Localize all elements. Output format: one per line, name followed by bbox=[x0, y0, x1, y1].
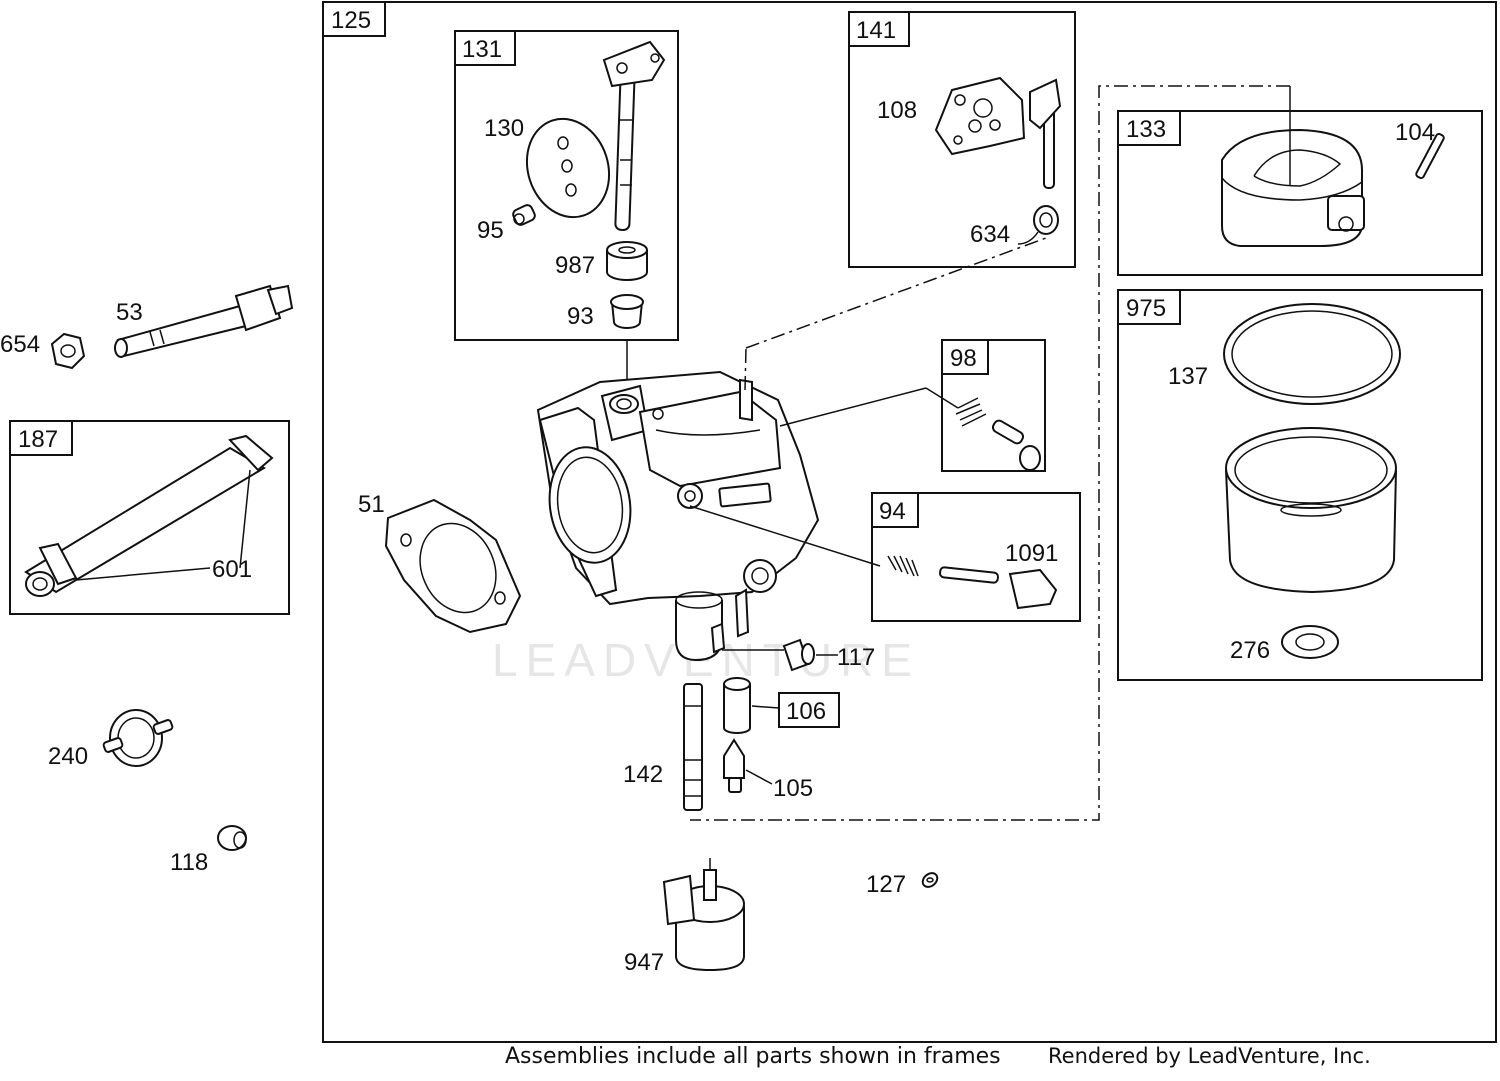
frame-141 bbox=[848, 11, 1076, 268]
label-654: 654 bbox=[0, 331, 40, 358]
leader-98 bbox=[779, 387, 927, 427]
frame-125-label: 125 bbox=[331, 7, 371, 34]
needle-seat-106 bbox=[723, 677, 780, 734]
frame-975-label: 975 bbox=[1126, 295, 1166, 322]
fuel-filter-240 bbox=[102, 709, 174, 767]
frame-131-label: 131 bbox=[462, 36, 502, 63]
label-987: 987 bbox=[555, 252, 595, 279]
nut-654 bbox=[50, 332, 86, 370]
label-95: 95 bbox=[477, 217, 504, 244]
label-601: 601 bbox=[212, 556, 252, 583]
label-105: 105 bbox=[773, 775, 813, 802]
leader-94 bbox=[689, 505, 881, 567]
frame-94 bbox=[871, 492, 1081, 622]
frame-141-label: 141 bbox=[856, 17, 896, 44]
frame-141-tab bbox=[848, 11, 910, 47]
throttle-shaft bbox=[602, 40, 666, 231]
fuel-solenoid-947 bbox=[662, 858, 745, 972]
footer-credit: Rendered by LeadVenture, Inc. bbox=[1048, 1044, 1371, 1068]
carb-gasket-51 bbox=[384, 498, 522, 634]
idle-screw-98 bbox=[955, 397, 1041, 471]
frame-133 bbox=[1117, 110, 1483, 276]
label-634: 634 bbox=[970, 221, 1010, 248]
label-51: 51 bbox=[358, 491, 385, 518]
label-127: 127 bbox=[866, 871, 906, 898]
seal-987 bbox=[606, 241, 648, 281]
nozzle-117 bbox=[722, 638, 838, 672]
label-276: 276 bbox=[1230, 637, 1270, 664]
frame-187-label: 187 bbox=[18, 426, 58, 453]
mixture-screw-94 bbox=[887, 555, 1058, 610]
choke-plate bbox=[934, 76, 1026, 156]
frame-94-label: 94 bbox=[879, 498, 906, 525]
frame-94-tab bbox=[871, 492, 919, 528]
bushing-93 bbox=[610, 294, 644, 395]
float-bowl bbox=[1225, 427, 1397, 594]
choke-spring-634 bbox=[1017, 205, 1059, 245]
frame-131 bbox=[454, 30, 679, 341]
label-104: 104 bbox=[1395, 119, 1435, 146]
label-142: 142 bbox=[623, 761, 663, 788]
frame-133-tab bbox=[1117, 110, 1181, 146]
label-130: 130 bbox=[484, 115, 524, 142]
bowl-gasket-137 bbox=[1223, 303, 1401, 405]
footer-note: Assemblies include all parts shown in fr… bbox=[505, 1044, 1001, 1069]
label-137: 137 bbox=[1168, 363, 1208, 390]
frame-98 bbox=[941, 339, 1046, 472]
fuel-fitting-53 bbox=[114, 284, 294, 358]
frame-106 bbox=[778, 692, 840, 728]
label-108: 108 bbox=[877, 97, 917, 124]
frame-98-tab bbox=[941, 339, 989, 375]
label-947: 947 bbox=[624, 949, 664, 976]
label-93: 93 bbox=[567, 303, 594, 330]
frame-975-tab bbox=[1117, 289, 1181, 325]
label-117: 117 bbox=[837, 644, 875, 671]
washer-127 bbox=[921, 872, 939, 888]
carburetor-body bbox=[536, 237, 1047, 662]
bowl-washer-276 bbox=[1281, 625, 1339, 659]
label-1091: 1091 bbox=[1005, 540, 1058, 567]
frame-98-label: 98 bbox=[950, 345, 977, 372]
choke-shaft bbox=[1029, 78, 1062, 189]
fuel-hose-187 bbox=[24, 434, 274, 597]
frame-187-tab bbox=[9, 420, 73, 456]
fitting-118 bbox=[217, 825, 247, 851]
float-133 bbox=[1221, 86, 1365, 247]
frame-975 bbox=[1117, 289, 1483, 681]
screw-95 bbox=[512, 204, 536, 226]
frame-125-tab bbox=[322, 1, 386, 37]
label-240: 240 bbox=[48, 743, 88, 770]
frame-187 bbox=[9, 420, 290, 615]
frame-131-tab bbox=[454, 30, 516, 66]
float-pin-104 bbox=[1415, 132, 1445, 180]
label-118: 118 bbox=[170, 849, 208, 876]
frame-125 bbox=[322, 1, 1497, 1043]
throttle-plate bbox=[525, 117, 611, 219]
label-53: 53 bbox=[116, 299, 143, 326]
frame-106-label: 106 bbox=[786, 698, 826, 725]
inlet-needle-105 bbox=[723, 738, 773, 793]
frame-133-label: 133 bbox=[1126, 116, 1166, 143]
emulsion-tube-142 bbox=[683, 683, 703, 811]
leader-98b bbox=[925, 387, 959, 409]
